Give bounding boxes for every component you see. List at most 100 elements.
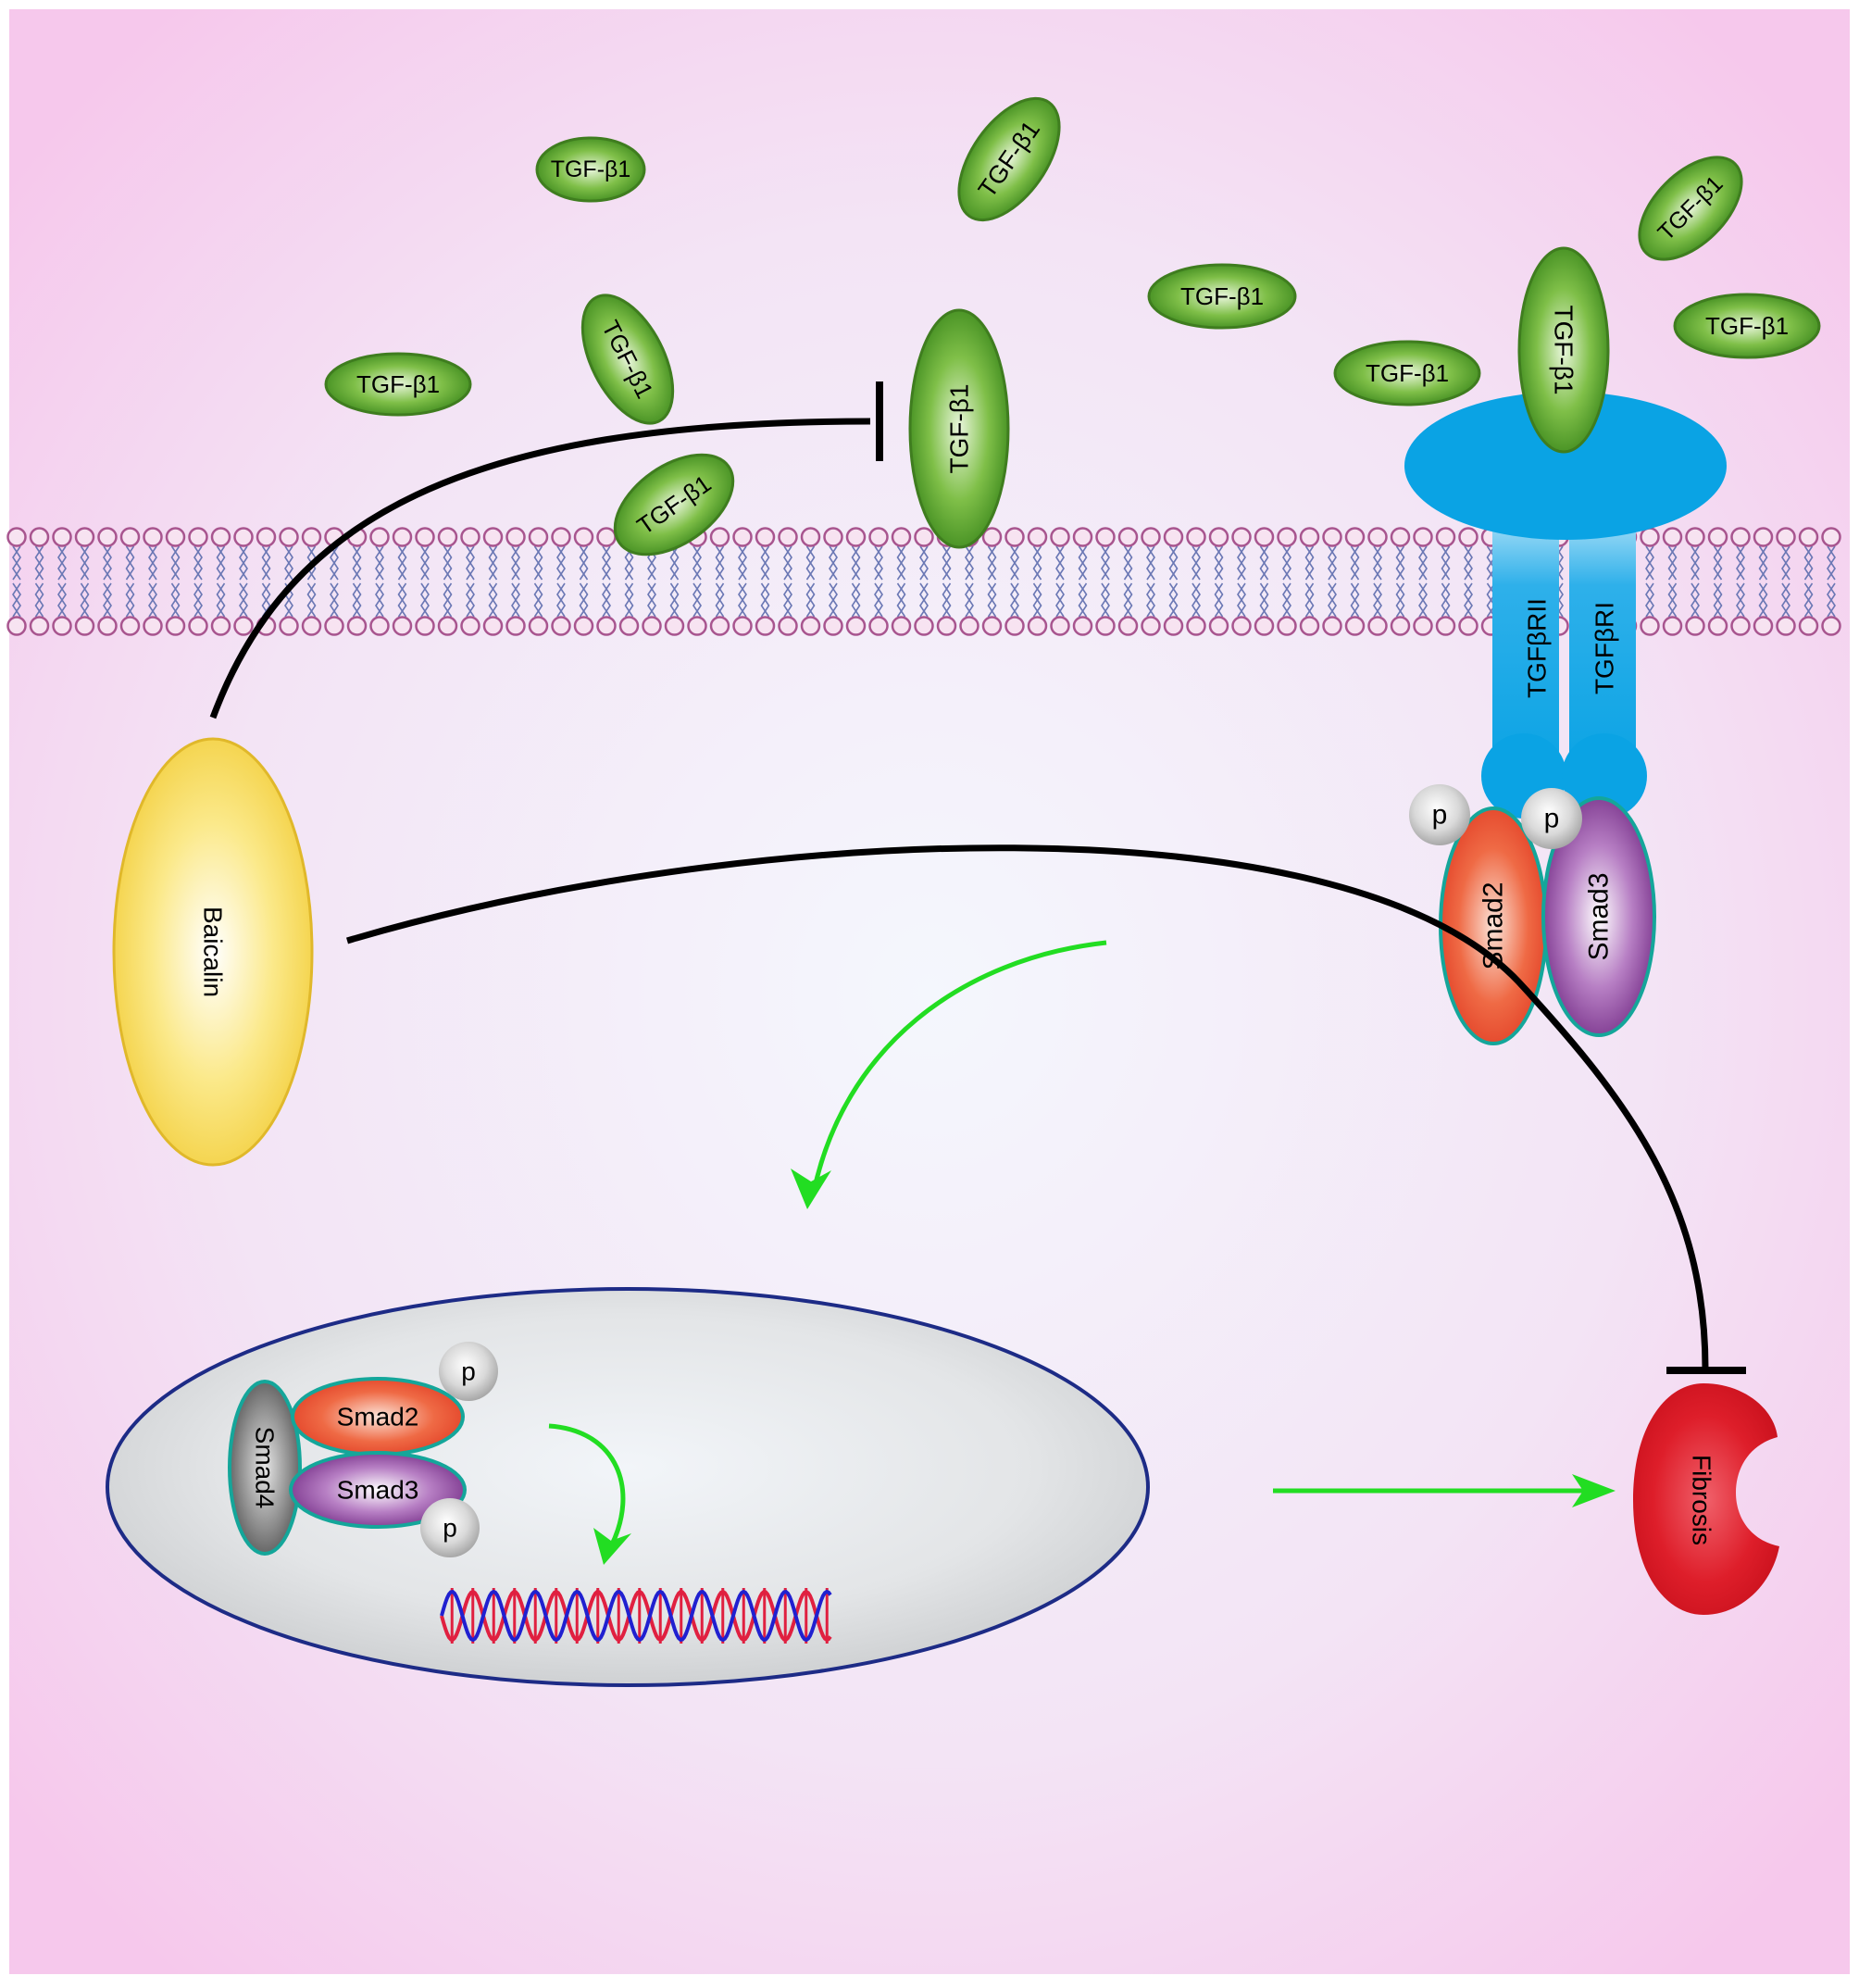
lipid-head — [1776, 616, 1796, 636]
lipid-tail — [829, 545, 838, 618]
lipid-head — [210, 616, 231, 636]
svg-text:Smad3: Smad3 — [1584, 872, 1615, 960]
lipid-head — [664, 616, 685, 636]
lipid-head — [528, 616, 549, 636]
lipid-tail — [783, 545, 792, 618]
smad2-receptor: Smad2 — [1439, 806, 1548, 1045]
lipid-head — [528, 527, 549, 547]
tgf-ligand: TGF-β1 — [1333, 340, 1481, 406]
lipid-head — [1640, 616, 1660, 636]
lipid-tail — [1078, 545, 1088, 618]
svg-text:p: p — [443, 1514, 457, 1543]
lipid-head — [1458, 527, 1478, 547]
receptor-tgfbr1-label: TGFβRI — [1591, 602, 1619, 694]
lipid-head — [6, 527, 27, 547]
lipid-head — [800, 527, 821, 547]
lipid-tail — [1328, 545, 1337, 618]
lipid-tail — [1282, 545, 1291, 618]
lipid-head — [551, 616, 571, 636]
lipid-tail — [330, 545, 339, 618]
svg-text:Baicalin: Baicalin — [199, 906, 228, 997]
lipid-head — [981, 616, 1003, 636]
lipid-tail — [1259, 545, 1269, 618]
lipid-head — [74, 527, 95, 547]
smad2-nucleus: Smad2 — [291, 1377, 465, 1457]
svg-text:Fibrosis: Fibrosis — [1688, 1455, 1716, 1545]
lipid-head — [755, 616, 776, 636]
activation-arrowhead — [593, 1528, 631, 1565]
receptor-ectodomain — [1404, 392, 1727, 540]
svg-text:Smad2: Smad2 — [337, 1403, 419, 1432]
lipid-tail — [1736, 545, 1745, 618]
lipid-head — [732, 527, 753, 547]
tgf-ligand: TGF-β1 — [957, 96, 1061, 222]
lipid-head — [1685, 527, 1705, 547]
tgf-ligand: TGF-β1 — [1147, 263, 1297, 330]
lipid-head — [1413, 527, 1433, 547]
lipid-tail — [738, 545, 747, 618]
lipid-tail — [193, 545, 203, 618]
lipid-head — [1254, 527, 1275, 547]
tgf-ligand: TGF-β1 — [535, 136, 646, 203]
lipid-head — [800, 616, 821, 636]
tgf-ligand-label: TGF-β1 — [551, 156, 631, 182]
lipid-head — [1004, 616, 1025, 636]
lipid-head — [301, 616, 322, 636]
lipid-head — [301, 527, 322, 547]
lipid-head — [981, 527, 1003, 547]
lipid-head — [1730, 616, 1751, 636]
lipid-tail — [805, 545, 816, 618]
lipid-tail — [170, 545, 181, 618]
lipid-tail — [239, 545, 248, 618]
lipid-head — [460, 527, 480, 547]
lipid-tail — [1304, 545, 1315, 618]
lipid-tail — [1237, 545, 1246, 618]
smad3-nucleus: Smad3 — [289, 1451, 467, 1529]
lipid-tail — [1214, 545, 1224, 618]
activation-arrow-to-nucleus — [810, 940, 1107, 1197]
lipid-head — [1117, 527, 1139, 547]
lipid-head — [642, 616, 662, 636]
lipid-head — [823, 527, 843, 547]
lipid-head — [868, 616, 889, 636]
lipid-tail — [1667, 545, 1678, 618]
lipid-head — [573, 527, 594, 547]
lipid-head — [823, 616, 843, 636]
lipid-head — [1344, 616, 1366, 636]
lipid-head — [1322, 616, 1342, 636]
lipid-tail — [1395, 545, 1405, 618]
lipid-tail — [375, 545, 384, 618]
lipid-head — [210, 527, 231, 547]
lipid-head — [959, 616, 979, 636]
lipid-head — [1435, 616, 1456, 636]
lipid-head — [778, 616, 798, 636]
lipid-tail — [1691, 545, 1700, 618]
lipid-head — [1141, 527, 1161, 547]
lipid-head — [392, 616, 413, 636]
lipid-head — [369, 527, 390, 547]
lipid-head — [1435, 527, 1456, 547]
lipid-head — [324, 616, 344, 636]
lipid-head — [914, 527, 934, 547]
lipid-tail — [125, 545, 135, 618]
lipid-tail — [533, 545, 543, 618]
lipid-tail — [216, 545, 226, 618]
lipid-tail — [103, 545, 112, 618]
lipid-head — [1662, 527, 1683, 547]
lipid-head — [1707, 527, 1728, 547]
tgf-ligand-label: TGF-β1 — [945, 384, 974, 474]
lipid-head — [119, 527, 141, 547]
lipid-head — [1798, 616, 1819, 636]
lipid-head — [1277, 527, 1297, 547]
lipid-head — [1753, 616, 1774, 636]
lipid-head — [1662, 616, 1683, 636]
lipid-head — [1367, 616, 1388, 636]
activation-arrowhead — [791, 1169, 831, 1209]
lipid-head — [1141, 616, 1161, 636]
lipid-tail — [12, 545, 21, 618]
lipid-head — [755, 527, 776, 547]
lipid-tail — [1032, 545, 1042, 618]
lipid-tail — [896, 545, 906, 618]
